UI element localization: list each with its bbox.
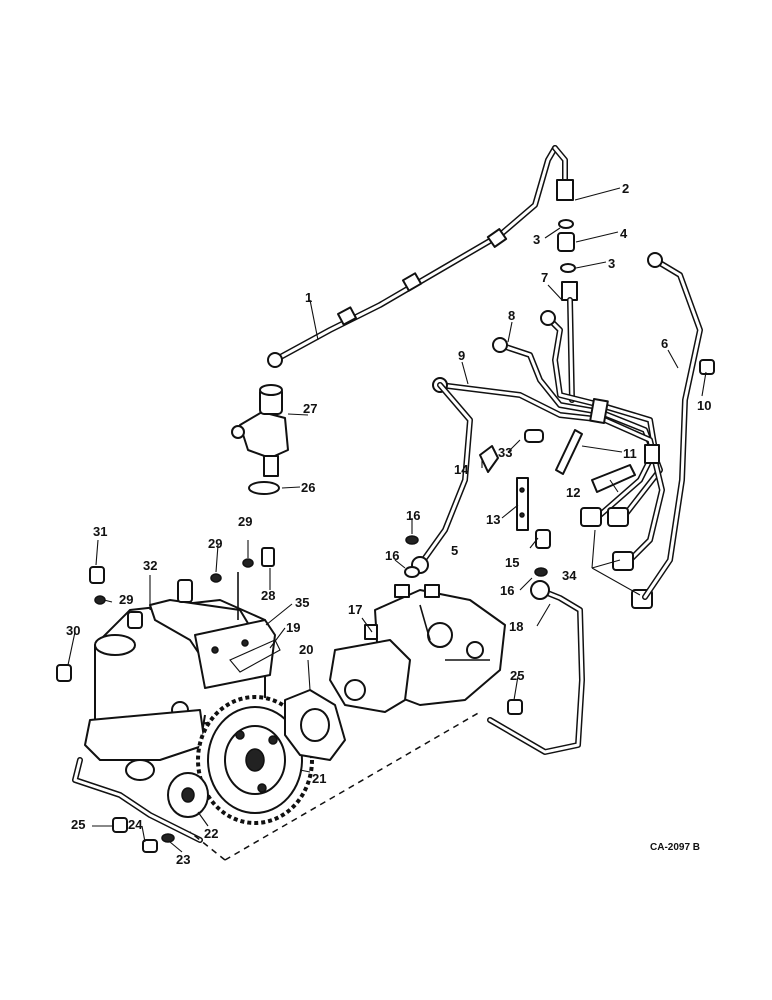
assembly-dashed-line	[189, 711, 481, 861]
part-31-bolt	[89, 566, 105, 584]
part-1-fuel-hose	[267, 145, 558, 368]
part-24-bolt	[142, 839, 158, 853]
callout-20: 20	[299, 642, 313, 657]
callout-3-upper: 3	[533, 232, 540, 247]
callout-5: 5	[451, 543, 458, 558]
callout-34: 34	[562, 568, 577, 583]
callout-16-right: 16	[500, 583, 514, 598]
callout-21: 21	[312, 771, 326, 786]
part-5-injector-line	[411, 382, 473, 574]
part-23-washer	[161, 833, 175, 843]
callout-8: 8	[508, 308, 515, 323]
callout-12: 12	[566, 485, 580, 500]
callout-16-top: 16	[406, 508, 420, 523]
callout-19: 19	[286, 620, 300, 635]
callout-23: 23	[176, 852, 190, 867]
part-12-bracket	[591, 464, 636, 493]
callout-4: 4	[620, 226, 628, 241]
callout-7: 7	[541, 270, 548, 285]
part-22-hub-plate	[167, 772, 209, 818]
part-15-bolt	[535, 529, 551, 549]
callout-6: 6	[661, 336, 668, 351]
part-18-return-line	[487, 580, 585, 755]
callout-29-left: 29	[119, 592, 133, 607]
part-11-clamp	[555, 429, 583, 475]
callout-11: 11	[623, 446, 637, 461]
part-16-washer-mid	[404, 566, 420, 578]
callout-29-right: 29	[238, 514, 252, 529]
part-25-clip-left	[112, 817, 128, 833]
callout-32: 32	[143, 558, 157, 573]
callout-17: 17	[348, 602, 362, 617]
part-29-washer-b	[242, 558, 254, 568]
part-28-screw	[261, 547, 275, 567]
callout-2: 2	[622, 181, 629, 196]
lower-drain-tube	[72, 757, 203, 843]
injector-lines-bundle	[432, 310, 665, 563]
callout-28: 28	[261, 588, 275, 603]
part-27-nozzle-holder	[231, 384, 289, 477]
drawing-code: CA-2097 B	[650, 842, 700, 853]
part-16-washer-top	[405, 535, 419, 545]
part-14-clip	[479, 445, 499, 473]
callout-33: 33	[498, 445, 512, 460]
part-16-washer-right	[534, 567, 548, 577]
callout-24: 24	[128, 817, 143, 832]
callout-1: 1	[305, 290, 312, 305]
callout-29-mid: 29	[208, 536, 222, 551]
part-34-line-nuts	[580, 507, 653, 609]
part-30-bolt	[56, 664, 72, 682]
part-4-banjo-fitting	[557, 232, 575, 252]
part-21-drive-gear	[196, 695, 314, 825]
callout-26: 26	[301, 480, 315, 495]
callout-9: 9	[458, 348, 465, 363]
callout-18: 18	[509, 619, 523, 634]
part-25-clip-right	[507, 699, 523, 715]
callout-25-right: 25	[510, 668, 524, 683]
part-10-clip	[699, 359, 715, 375]
part-35-cover-plate	[194, 619, 276, 689]
callout-3-lower: 3	[608, 256, 615, 271]
part-7-fitting	[561, 281, 578, 403]
callout-13: 13	[486, 512, 500, 527]
part-29-washer-a	[210, 573, 222, 583]
part-33-bushing	[524, 429, 544, 443]
callout-14: 14	[454, 462, 469, 477]
callout-30: 30	[66, 623, 80, 638]
callout-16-mid: 16	[385, 548, 399, 563]
callout-27: 27	[303, 401, 317, 416]
callout-22: 22	[204, 826, 218, 841]
callout-35: 35	[295, 595, 309, 610]
pump-drive-base	[84, 709, 206, 781]
part-3-washer-upper	[558, 219, 574, 229]
part-29-washer-c	[94, 595, 106, 605]
part-3-washer-lower	[560, 263, 576, 273]
callout-31: 31	[93, 524, 107, 539]
callout-25-left: 25	[71, 817, 85, 832]
callout-10: 10	[697, 398, 711, 413]
callout-labels: 1 2 3 4 3 7 8 9 6 10 11 12 13 14 33 16 1…	[66, 181, 711, 867]
part-2-fitting	[552, 145, 574, 201]
part-26-seal-ring	[248, 481, 280, 495]
part-20-gasket	[284, 689, 346, 761]
leader-lines	[67, 187, 707, 853]
part-19-gasket	[229, 639, 281, 673]
part-17-injection-pump	[329, 584, 506, 713]
callout-15: 15	[505, 555, 519, 570]
part-6-injector-line	[642, 252, 703, 600]
part-13-strap	[516, 477, 529, 531]
